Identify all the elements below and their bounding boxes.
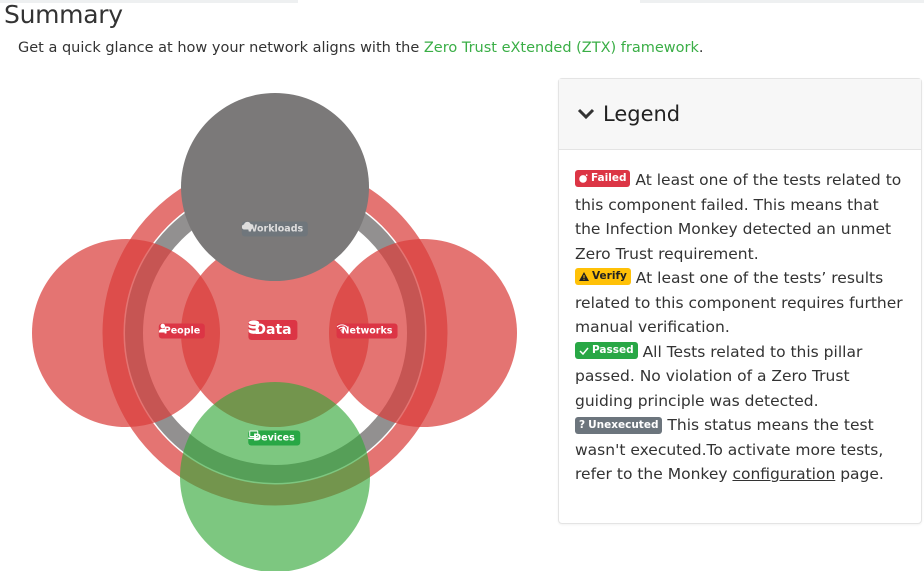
status-badge-passed: Passed [575, 342, 638, 359]
zero-trust-venn-diagram: Workloads People Data Networks Devices [0, 70, 550, 571]
legend-item-failed: Failed At least one of the tests related… [575, 170, 902, 263]
previous-card-edge [640, 0, 924, 3]
legend-item-verify: Verify At least one of the tests’ result… [575, 268, 903, 336]
pillar-workloads-circle[interactable] [181, 93, 369, 281]
pillar-people-label[interactable]: People [158, 323, 206, 339]
pillar-networks-label[interactable]: Networks [336, 323, 398, 339]
chevron-down-icon [577, 108, 595, 120]
previous-card-edge [0, 0, 298, 3]
legend-body: Failed At least one of the tests related… [559, 150, 921, 487]
laptop-icon [248, 430, 260, 439]
bomb-icon [579, 174, 588, 183]
status-badge-unexecuted: ? Unexecuted [575, 417, 663, 434]
user-icon [158, 323, 167, 333]
configuration-link[interactable]: configuration [732, 465, 836, 483]
pillar-devices-circle[interactable] [180, 382, 370, 571]
pillar-people-circle[interactable] [32, 239, 220, 427]
ztx-framework-link[interactable]: Zero Trust eXtended (ZTX) framework [423, 40, 699, 56]
legend-card: Legend Failed At least one of the tests … [558, 78, 922, 524]
warning-icon [579, 272, 589, 281]
legend-item-unexecuted: ? Unexecuted This status means the test … [575, 416, 884, 483]
pillar-devices-label[interactable]: Devices [248, 430, 300, 446]
pillar-workloads-label[interactable]: Workloads [241, 221, 309, 237]
legend-toggle[interactable]: Legend [559, 79, 921, 150]
check-icon [579, 347, 589, 355]
status-badge-failed: Failed [575, 170, 631, 187]
question-icon: ? [579, 419, 586, 431]
pillar-networks-circle[interactable] [329, 239, 517, 427]
legend-item-passed: Passed All Tests related to this pillar … [575, 342, 863, 410]
status-badge-verify: Verify [575, 268, 631, 285]
pillar-data-label[interactable]: Data [248, 320, 298, 340]
wifi-icon [336, 324, 348, 333]
page-subtitle: Get a quick glance at how your network a… [18, 40, 704, 56]
cloud-icon [241, 221, 253, 230]
page-title: Summary [4, 0, 123, 29]
legend-title: Legend [603, 102, 681, 126]
database-icon [248, 320, 260, 334]
